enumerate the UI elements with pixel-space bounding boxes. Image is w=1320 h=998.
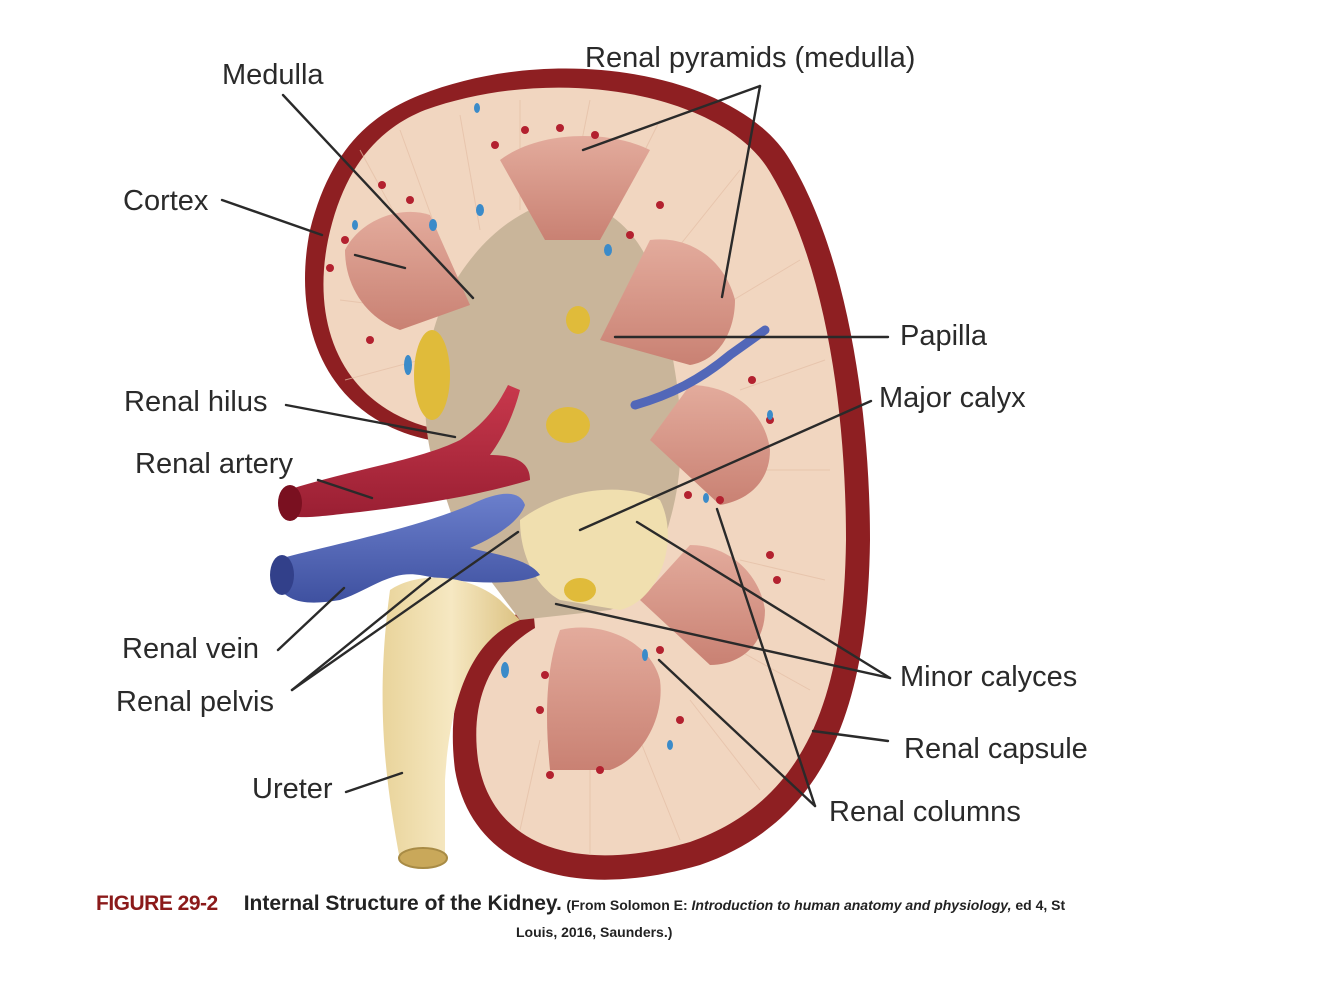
fat-deposits xyxy=(414,306,596,602)
renal-artery-opening xyxy=(278,485,302,521)
pyramid-right xyxy=(650,385,770,505)
label-medulla: Medulla xyxy=(222,59,324,91)
renal-artery-vessel xyxy=(288,385,530,518)
leader-lines xyxy=(220,84,892,808)
pyramid-top xyxy=(500,136,650,240)
label-renal-vein: Renal vein xyxy=(122,633,260,665)
label-renal-artery: Renal artery xyxy=(135,448,293,480)
label-papilla: Papilla xyxy=(900,320,988,352)
figure-source: (From Solomon E: Introduction to human a… xyxy=(566,897,1065,913)
label-major-calyx: Major calyx xyxy=(879,382,1026,414)
figure-source-line2: Louis, 2016, Saunders.) xyxy=(516,924,673,940)
source-book: Introduction to human anatomy and physio… xyxy=(691,897,1012,913)
interlobar-vein-branch xyxy=(630,325,770,410)
pyramid-lower-right xyxy=(640,545,765,665)
figure-number: FIGURE 29-2 xyxy=(96,892,218,915)
pyramid-upper-left xyxy=(345,211,470,330)
renal-pyramids xyxy=(345,136,770,770)
label-ureter: Ureter xyxy=(252,773,333,805)
ureter-tube xyxy=(382,577,520,860)
label-minor-calyces: Minor calyces xyxy=(900,661,1078,693)
label-renal-pelvis: Renal pelvis xyxy=(116,686,274,718)
label-renal-columns: Renal columns xyxy=(829,796,1021,828)
source-prefix: (From Solomon E: xyxy=(566,897,692,913)
label-renal-pyramids: Renal pyramids (medulla) xyxy=(585,42,916,74)
figure-caption: FIGURE 29-2 Internal Structure of the Kid… xyxy=(96,892,1176,940)
label-renal-hilus: Renal hilus xyxy=(124,386,268,418)
renal-vein-vessel xyxy=(275,493,540,603)
source-suffix: ed 4, St xyxy=(1011,897,1066,913)
vessel-dots-blue xyxy=(352,103,773,750)
figure-title: Internal Structure of the Kidney. xyxy=(243,892,562,915)
major-calyx-shape xyxy=(520,489,668,610)
ureter-opening xyxy=(398,847,448,869)
renal-vein-opening xyxy=(270,555,294,595)
label-cortex: Cortex xyxy=(123,185,209,217)
pyramid-upper-right xyxy=(600,239,735,365)
pyramid-bottom xyxy=(547,627,661,770)
label-renal-capsule: Renal capsule xyxy=(904,733,1088,765)
